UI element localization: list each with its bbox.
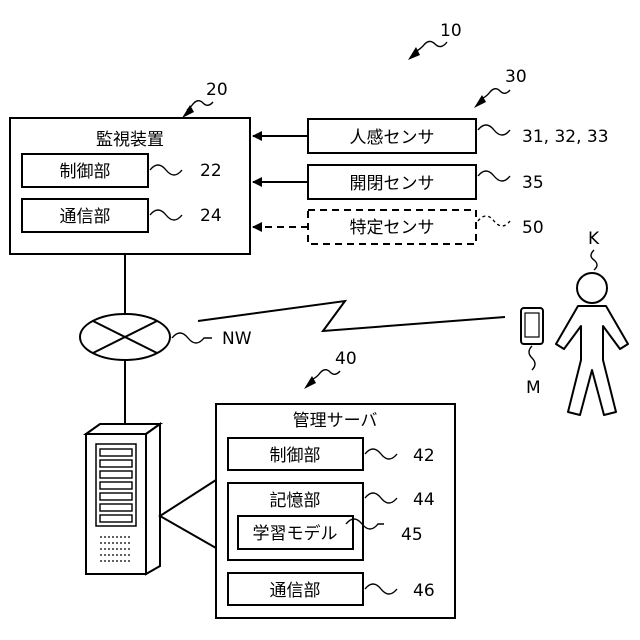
server-control-label: 制御部 [270, 446, 321, 466]
network-leader [172, 333, 212, 343]
monitoring-control-label: 制御部 [60, 162, 111, 182]
server-callout [160, 480, 216, 548]
server-ref-leader [313, 370, 340, 379]
motion-sensor-leader [478, 125, 510, 135]
monitoring-device-arrowhead [182, 105, 194, 118]
mobile-ref: M [526, 378, 541, 398]
monitoring-comm-label: 通信部 [60, 207, 111, 227]
server-comm-ref: 46 [413, 581, 435, 601]
sensor-group-leader [483, 89, 510, 98]
wireless-link [198, 301, 505, 331]
mobile-screen [525, 313, 539, 337]
figure-number: 10 [440, 21, 462, 41]
monitoring-device-title: 監視装置 [96, 130, 164, 150]
server-control-ref: 42 [413, 446, 435, 466]
specific-sensor-leader [478, 216, 510, 226]
monitoring-control-ref: 22 [200, 161, 222, 181]
person-body-icon [556, 306, 628, 415]
person-head-icon [577, 273, 607, 303]
specific-sensor-label: 特定センサ [350, 218, 435, 238]
figure-number-arrowhead [408, 47, 420, 60]
server-comm-label: 通信部 [270, 581, 321, 601]
person-leader [591, 250, 597, 270]
door-sensor-label: 開閉センサ [350, 174, 435, 194]
mobile-leader [529, 346, 535, 370]
network-ref: NW [222, 329, 252, 349]
learning-model-label: 学習モデル [253, 523, 338, 544]
server-storage-label: 記憶部 [270, 491, 321, 511]
learning-model-ref: 45 [401, 525, 423, 545]
door-sensor-leader [478, 171, 510, 181]
server-title: 管理サーバ [293, 411, 378, 431]
motion-sensor-ref: 31, 32, 33 [522, 127, 609, 147]
sensor-group-ref: 30 [505, 67, 527, 87]
person-ref: K [588, 229, 600, 249]
monitoring-comm-ref: 24 [200, 206, 222, 226]
server-ref: 40 [335, 349, 357, 369]
specific-sensor-ref: 50 [522, 218, 544, 238]
figure-number-leader [415, 41, 447, 52]
door-sensor-ref: 35 [522, 173, 544, 193]
motion-sensor-label: 人感センサ [350, 128, 435, 148]
server-storage-ref: 44 [413, 490, 435, 510]
server-tower-icon [86, 424, 160, 574]
monitoring-device-ref: 20 [206, 80, 228, 100]
